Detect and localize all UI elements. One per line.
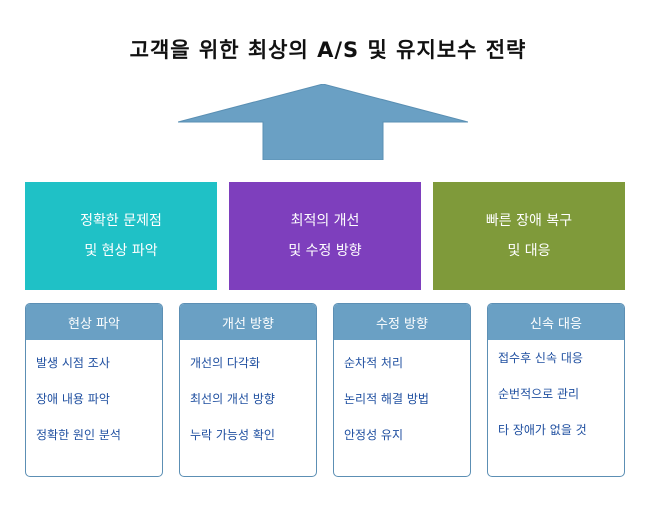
card-item: 순차적 처리	[344, 356, 404, 370]
card-item: 안정성 유지	[344, 428, 404, 442]
card-item-list: 개선의 다각화 최선의 개선 방향 누락 가능성 확인	[180, 340, 316, 457]
card-item-list: 접수후 신속 대응 순번적으로 관리 타 장애가 없을 것	[488, 340, 624, 452]
goal-box-line: 및 현상 파악	[84, 243, 158, 259]
goal-box-optimal-improvement: 최적의 개선 및 수정 방향	[229, 182, 421, 290]
page-title: 고객을 위한 최상의 A/S 및 유지보수 전략	[129, 38, 527, 62]
card-symptom-analysis: 현상 파악 발생 시점 조사 장애 내용 파악 정확한 원인 분석	[25, 303, 163, 477]
card-item: 순번적으로 관리	[498, 387, 580, 401]
card-item: 장애 내용 파악	[36, 392, 110, 406]
card-item: 발생 시점 조사	[36, 356, 110, 370]
goal-box-fast-recovery: 빠른 장애 복구 및 대응	[433, 182, 625, 290]
card-item: 최선의 개선 방향	[190, 392, 275, 406]
card-header: 개선 방향	[180, 304, 316, 340]
card-header: 신속 대응	[488, 304, 624, 340]
card-item: 타 장애가 없을 것	[498, 423, 587, 437]
card-item-list: 발생 시점 조사 장애 내용 파악 정확한 원인 분석	[26, 340, 162, 457]
card-item: 누락 가능성 확인	[190, 428, 275, 442]
goal-box-line: 빠른 장애 복구	[485, 213, 573, 229]
card-header: 현상 파악	[26, 304, 162, 340]
goal-box-accurate-diagnosis: 정확한 문제점 및 현상 파악	[25, 182, 217, 290]
card-item: 접수후 신속 대응	[498, 351, 583, 365]
goal-box-line: 최적의 개선	[290, 213, 360, 229]
goal-box-line: 및 대응	[507, 243, 551, 259]
card-item: 개선의 다각화	[190, 356, 261, 370]
card-header: 수정 방향	[334, 304, 470, 340]
card-item: 정확한 원인 분석	[36, 428, 121, 442]
goal-box-line: 정확한 문제점	[80, 213, 162, 229]
card-improvement-direction: 개선 방향 개선의 다각화 최선의 개선 방향 누락 가능성 확인	[179, 303, 317, 477]
goal-box-line: 및 수정 방향	[288, 243, 362, 259]
card-item: 논리적 해결 방법	[344, 392, 429, 406]
up-arrow-shape	[178, 84, 468, 160]
card-rapid-response: 신속 대응 접수후 신속 대응 순번적으로 관리 타 장애가 없을 것	[487, 303, 625, 477]
card-item-list: 순차적 처리 논리적 해결 방법 안정성 유지	[334, 340, 470, 457]
card-fix-direction: 수정 방향 순차적 처리 논리적 해결 방법 안정성 유지	[333, 303, 471, 477]
